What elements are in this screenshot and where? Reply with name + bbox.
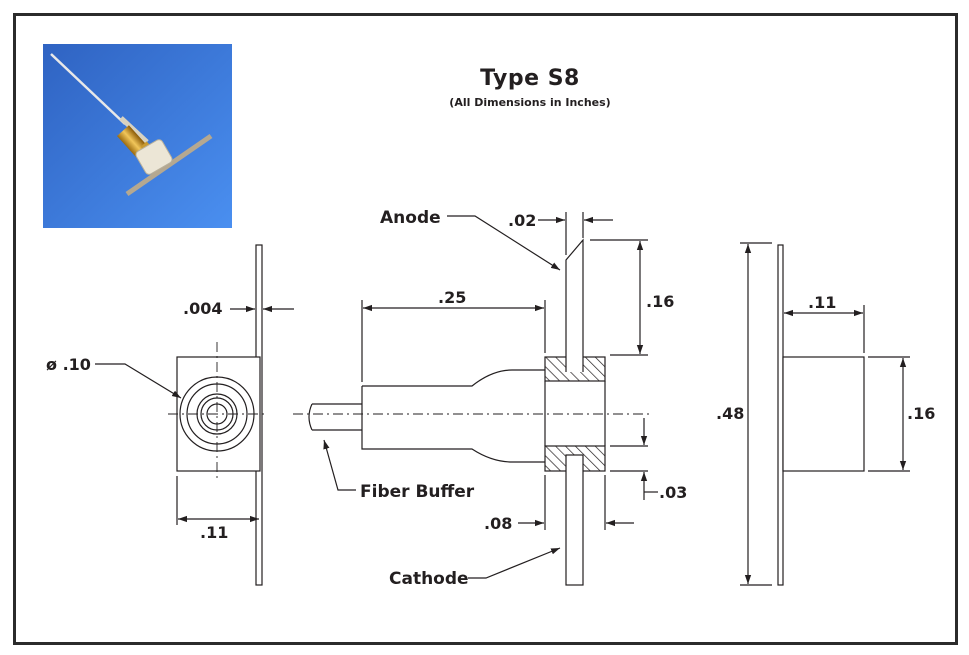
dim-lead-width: .02 <box>508 211 536 230</box>
dim-side-height: .16 <box>907 404 935 423</box>
dim-front-width: .11 <box>200 523 228 542</box>
cathode-label: Cathode <box>389 569 469 589</box>
dim-diameter: ø .10 <box>46 355 91 374</box>
anode-label: Anode <box>380 208 441 228</box>
end-view <box>740 242 910 586</box>
fiber-buffer-label: Fiber Buffer <box>360 482 475 502</box>
section-view <box>293 212 658 586</box>
front-view <box>95 244 294 586</box>
diagram-subtitle: (All Dimensions in Inches) <box>449 96 611 109</box>
dim-tab-thickness: .004 <box>183 299 222 318</box>
dim-total-height: .48 <box>716 404 744 423</box>
product-photo <box>43 44 232 228</box>
dim-body-length: .25 <box>438 288 466 307</box>
dim-flange-offset: .03 <box>659 483 687 502</box>
dim-side-width: .11 <box>808 293 836 312</box>
dim-anode-height: .16 <box>646 292 674 311</box>
diagram-title: Type S8 <box>480 66 580 91</box>
dim-flange-width: .08 <box>484 514 512 533</box>
